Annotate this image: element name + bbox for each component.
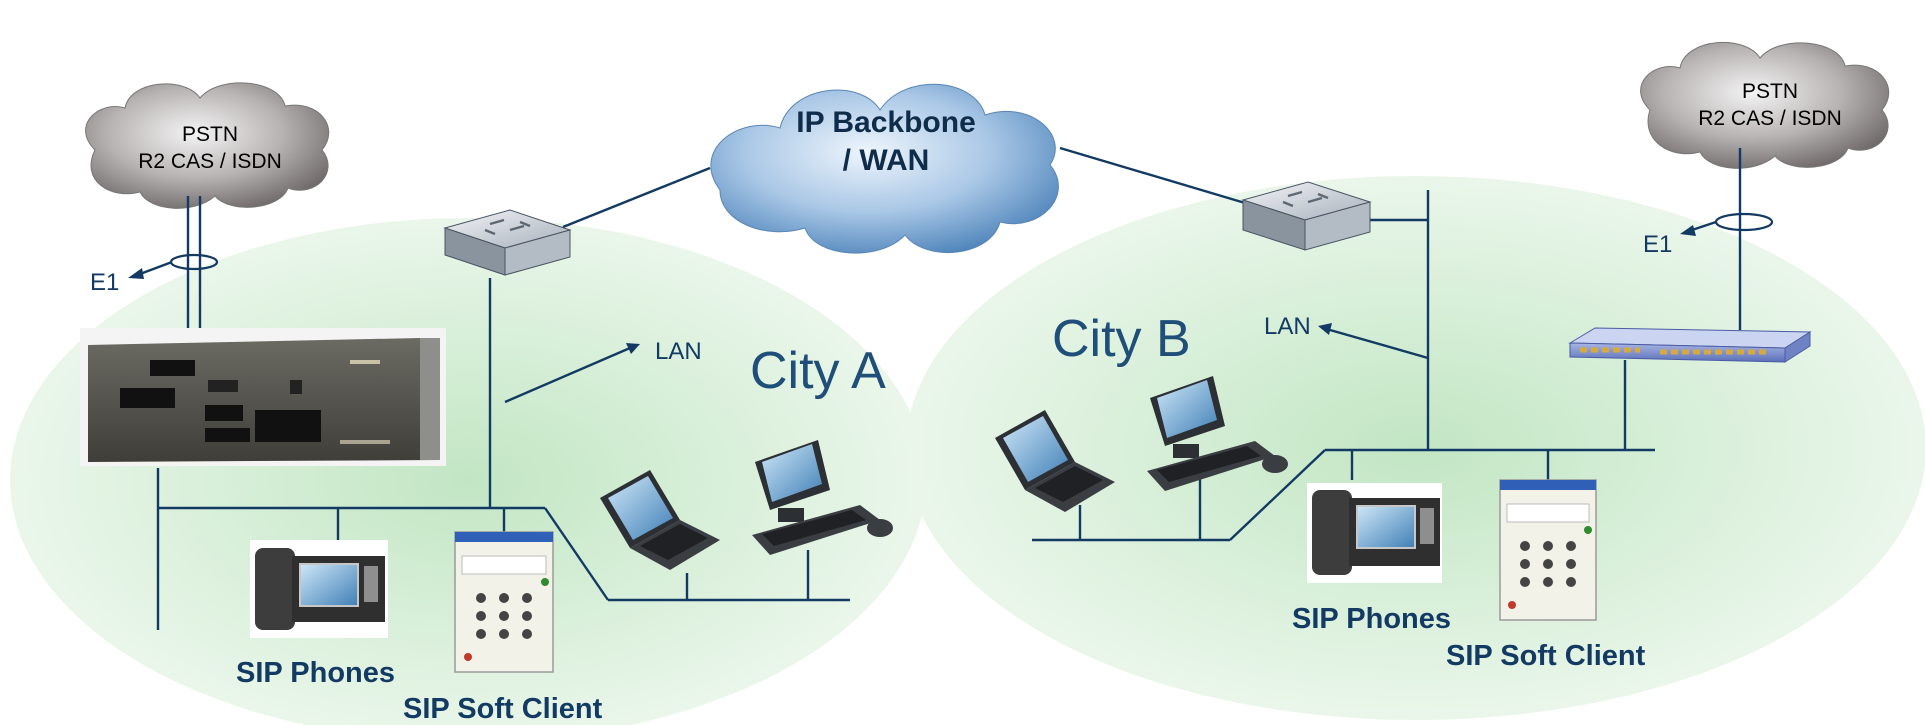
laptop-city-a [600, 470, 720, 570]
pstn-cloud-left: PSTN R2 CAS / ISDN [85, 82, 330, 209]
media-gateway-city-a [80, 328, 446, 466]
desktop-pc-city-b [1147, 376, 1288, 491]
sip-soft-client-city-b [1499, 479, 1597, 621]
sip-soft-client-a-label: SIP Soft Client [403, 693, 603, 725]
desktop-pc-city-a [752, 440, 893, 555]
city-b-wiring [1032, 146, 1742, 542]
pstn-right-line1: PSTN [1742, 80, 1798, 103]
e1-left-label: E1 [90, 269, 119, 296]
pstn-left-line2: R2 CAS / ISDN [138, 150, 282, 173]
e1-right-label: E1 [1643, 231, 1672, 258]
city-b-label: City B [1052, 310, 1191, 368]
lan-b-label: LAN [1264, 313, 1311, 340]
wan-label-line2: / WAN [843, 144, 930, 177]
sip-phone-city-a [250, 540, 388, 638]
city-a-wiring [156, 166, 850, 630]
city-a-label: City A [750, 342, 886, 400]
wan-label-line1: IP Backbone [796, 106, 976, 139]
sip-soft-client-b-label: SIP Soft Client [1446, 640, 1646, 672]
e1-left-indicator: E1 [90, 253, 219, 296]
media-gateway-city-b [1568, 327, 1812, 363]
router-city-b [1241, 181, 1372, 251]
lan-a-label: LAN [655, 338, 702, 365]
sip-phone-city-b [1307, 483, 1442, 583]
city-b-zone [906, 176, 1925, 720]
pstn-right-line2: R2 CAS / ISDN [1698, 107, 1842, 130]
sip-phones-a-label: SIP Phones [236, 657, 395, 689]
pstn-left-line1: PSTN [182, 123, 238, 146]
e1-right-indicator: E1 [1643, 212, 1774, 258]
sip-soft-client-city-a [454, 531, 554, 673]
pstn-cloud-right: PSTN R2 CAS / ISDN [1640, 41, 1890, 169]
sip-phones-b-label: SIP Phones [1292, 603, 1451, 635]
laptop-city-b [995, 410, 1115, 512]
router-city-a [443, 209, 572, 276]
wan-cloud: IP Backbone / WAN [710, 83, 1059, 254]
